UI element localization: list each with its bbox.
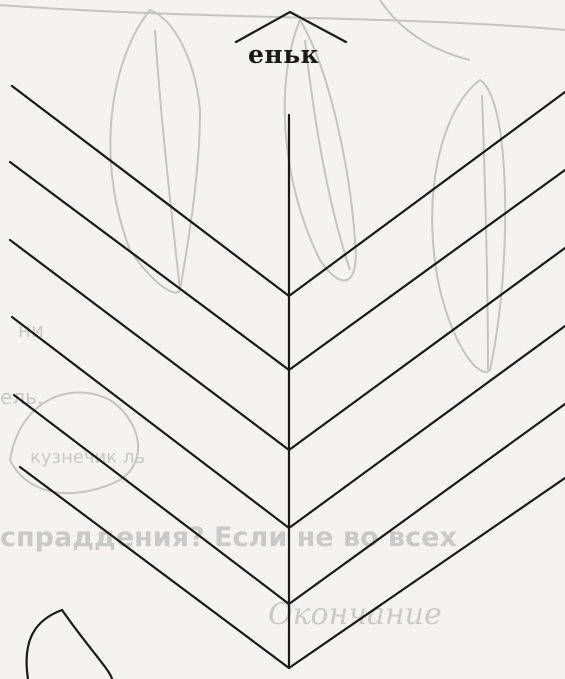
branch-right-2 [289, 170, 565, 370]
branch-right-4 [289, 326, 565, 528]
branch-left-1 [12, 86, 289, 296]
branch-right-3 [289, 248, 565, 450]
leaf-outline-bottom [27, 610, 112, 679]
branch-left-4 [12, 317, 289, 528]
branch-left-3 [10, 240, 289, 450]
branch-left-5 [14, 395, 289, 604]
suffix-arch [236, 12, 346, 42]
suffix-label: еньк [248, 40, 319, 69]
branch-left-2 [10, 162, 289, 370]
branch-right-1 [289, 92, 565, 296]
